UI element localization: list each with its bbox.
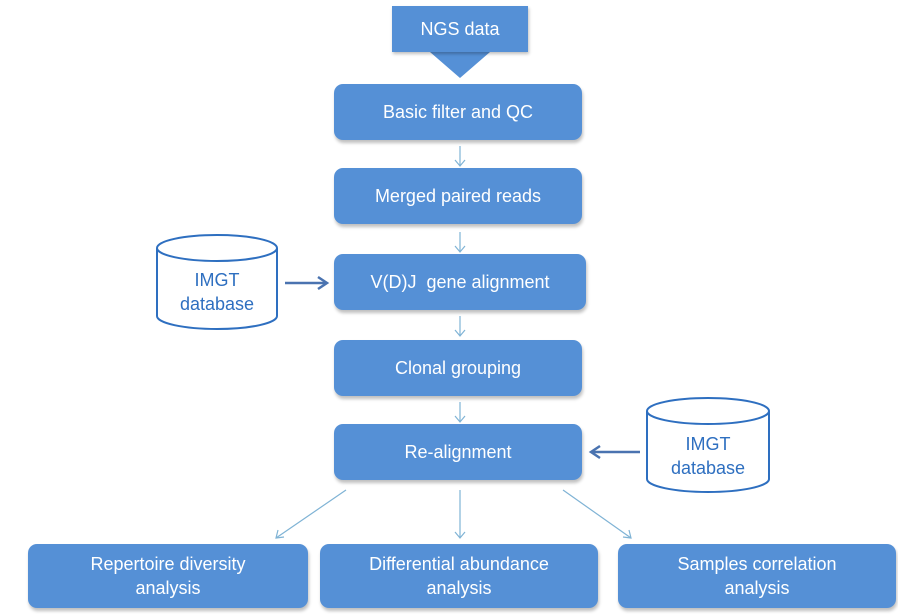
arrow-realign-right	[562, 489, 632, 539]
database-cylinder-2	[646, 411, 770, 493]
output-label-line2: analysis	[724, 578, 790, 598]
ngs-data-input[interactable]: NGS data	[392, 6, 528, 52]
arrow-db2-realign-head	[588, 444, 601, 460]
step-basic-filter-qc[interactable]: Basic filter and QC	[334, 84, 582, 140]
database-name: IMGT	[194, 270, 240, 290]
step-vdj-gene-alignment[interactable]: V(D)J gene alignment	[334, 254, 586, 310]
arrow-realign-mid-head	[454, 531, 466, 539]
step-label: Re-alignment	[404, 442, 512, 462]
database-cylinder-1-top	[156, 234, 278, 262]
step-label: Basic filter and QC	[382, 102, 534, 122]
database-label-2: IMGT database	[647, 432, 769, 480]
arrow-clonal-realign-head	[454, 415, 466, 423]
step-label: V(D)J gene alignment	[370, 272, 550, 292]
arrow-realign-left	[275, 489, 347, 539]
step-label: Clonal grouping	[394, 358, 522, 378]
step-re-alignment[interactable]: Re-alignment	[334, 424, 582, 480]
database-cylinder-1	[156, 248, 278, 330]
ngs-data-label: NGS data	[420, 18, 500, 39]
arrow-qc-merge-head	[454, 159, 466, 167]
database-type: database	[179, 294, 255, 314]
arrow-db1-vdj-head	[317, 275, 330, 291]
database-label-1: IMGT database	[157, 268, 277, 316]
output-label-line1: Differential abundance	[369, 554, 549, 574]
arrow-realign-right-head	[622, 529, 632, 539]
arrow-realign-left-head	[275, 529, 285, 539]
output-label-line2: analysis	[135, 578, 201, 598]
step-clonal-grouping[interactable]: Clonal grouping	[334, 340, 582, 396]
arrow-vdj-clonal-head	[454, 329, 466, 337]
output-repertoire-diversity[interactable]: Repertoire diversity analysis	[28, 544, 308, 608]
ngs-arrow-head	[430, 52, 490, 78]
arrow-merge-vdj-head	[454, 245, 466, 253]
output-samples-correlation[interactable]: Samples correlation analysis	[618, 544, 896, 608]
database-cylinder-2-top	[646, 397, 770, 425]
database-type: database	[670, 458, 746, 478]
output-label-line1: Samples correlation	[677, 554, 837, 574]
database-name: IMGT	[685, 434, 731, 454]
output-differential-abundance[interactable]: Differential abundance analysis	[320, 544, 598, 608]
output-label-line2: analysis	[426, 578, 492, 598]
output-label-line1: Repertoire diversity	[90, 554, 246, 574]
step-merged-paired-reads[interactable]: Merged paired reads	[334, 168, 582, 224]
step-label: Merged paired reads	[374, 186, 542, 206]
